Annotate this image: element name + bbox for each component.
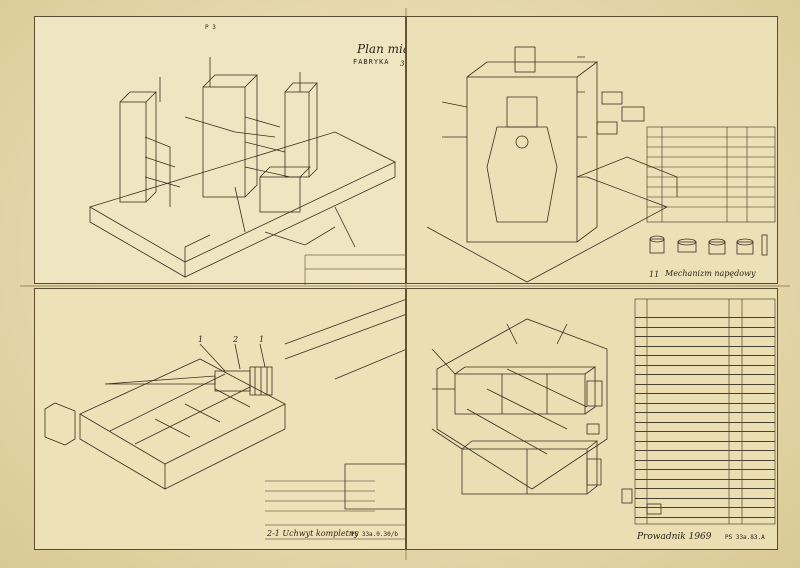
table-row <box>635 413 775 424</box>
table-row <box>635 489 775 500</box>
table-row <box>635 346 775 357</box>
plan-subtitle: FABRYKA <box>353 58 390 66</box>
fixture-callout-3: 1 <box>259 335 265 344</box>
table-row <box>635 394 775 405</box>
table-row <box>635 498 775 509</box>
guide-parts-table <box>635 299 775 524</box>
table-row <box>635 375 775 386</box>
table-row <box>635 451 775 462</box>
fold-vertical <box>405 8 407 560</box>
table-row <box>635 432 775 443</box>
panel-mechanism: 11 Mechanizm napędowy <box>406 16 778 284</box>
guide-drawing-number: PS 33a.83.A <box>725 534 765 541</box>
table-row <box>635 356 775 367</box>
mechanism-label: Mechanizm napędowy <box>665 269 756 278</box>
guide-caption: Prowadnik 1969 <box>637 532 712 542</box>
fixture-callout-1: 1 <box>198 335 204 344</box>
table-row <box>635 308 775 319</box>
factory-plan-drawing <box>89 57 405 285</box>
table-row <box>635 365 775 376</box>
table-row <box>635 318 775 329</box>
table-row <box>635 384 775 395</box>
table-row <box>635 508 775 519</box>
mechanism-section-index: 11 <box>649 270 660 279</box>
table-row <box>635 460 775 471</box>
fold-horizontal <box>20 285 790 287</box>
fixture-drawing <box>44 298 407 540</box>
plan-corner-label: P 3 <box>205 24 216 31</box>
table-row <box>635 327 775 338</box>
table-row <box>635 337 775 348</box>
table-row <box>635 441 775 452</box>
fixture-callout-2: 2 <box>233 335 239 344</box>
fixture-caption: 2-1 Uchwyt kompletny <box>267 529 359 538</box>
panel-fixture: 1 2 1 2-1 Uchwyt kompletny PS 33a.0.30/b <box>34 288 407 550</box>
fixture-drawing-number: PS 33a.0.30/b <box>351 531 398 538</box>
mechanism-drawing <box>426 46 776 283</box>
panel-factory-plan: Plan miasta G. FABRYKA 31. P 3 <box>34 16 445 285</box>
table-row <box>635 479 775 490</box>
panel-guide: Prowadnik 1969 PS 33a.83.A <box>406 288 778 550</box>
table-row <box>635 470 775 481</box>
plan-page-number: 31. <box>400 61 411 68</box>
table-row <box>635 422 775 433</box>
table-row <box>635 403 775 414</box>
